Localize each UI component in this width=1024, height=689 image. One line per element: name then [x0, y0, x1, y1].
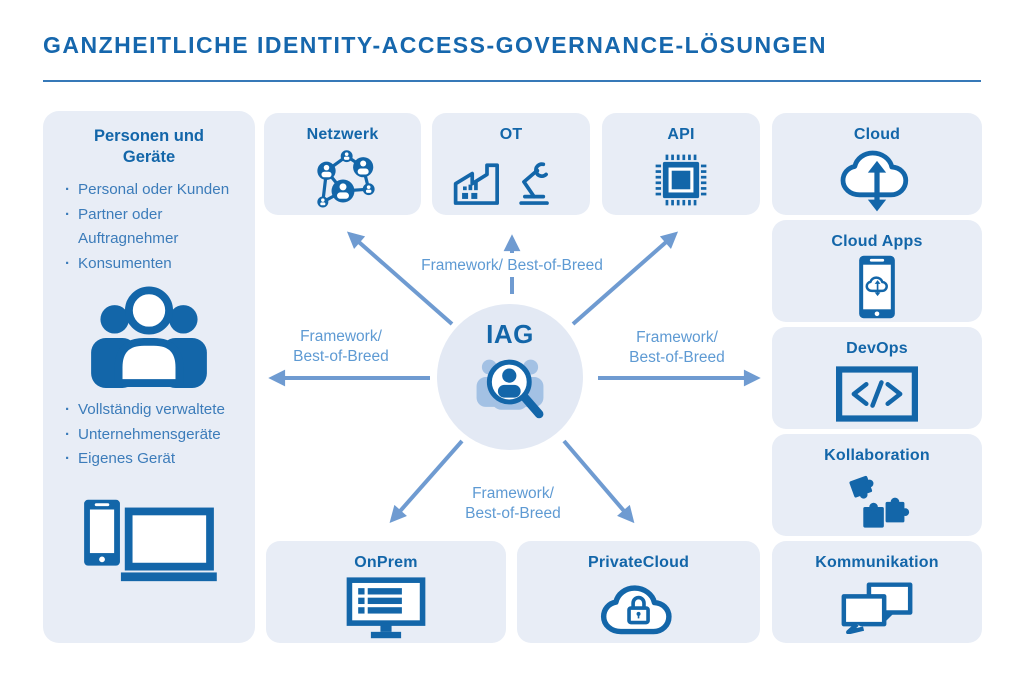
box-label: DevOps: [846, 340, 908, 357]
edge-label-line: Framework/: [300, 328, 382, 345]
code-icon: [772, 358, 982, 429]
chat-icon: [772, 572, 982, 643]
people-group-icon: [43, 284, 255, 388]
box-label: PrivateCloud: [587, 554, 690, 571]
list-item: Partner oder Auftragnehmer: [65, 203, 247, 252]
box-kommunikation: Kommunikation: [772, 541, 982, 643]
chip-icon: [602, 144, 760, 215]
mobile-cloud-icon: [772, 251, 982, 322]
box-label: Cloud: [853, 126, 901, 143]
iag-label: IAG: [486, 319, 534, 349]
edge-label-right: Framework/ Best-of-Breed: [597, 328, 757, 368]
cloud-lock-icon: [517, 572, 760, 643]
edge-label-bottom: Framework/ Best-of-Breed: [433, 484, 593, 524]
list-item: Konsumenten: [65, 252, 247, 277]
iag-hub: IAG: [437, 304, 583, 450]
edge-label-line: Best-of-Breed: [465, 505, 561, 522]
page-title: GANZHEITLICHE IDENTITY-ACCESS-GOVERNANCE…: [43, 32, 827, 58]
edge-label-line: Framework/: [636, 329, 718, 346]
list-item: Unternehmensgeräte: [65, 423, 247, 448]
box-onprem: OnPrem: [266, 541, 506, 643]
edge-label-line: Best-of-Breed: [629, 349, 725, 366]
box-label: API: [667, 126, 695, 143]
list-item: Personal oder Kunden: [65, 178, 247, 203]
box-cloud: Cloud: [772, 113, 982, 215]
edge-label-left: Framework/ Best-of-Breed: [261, 327, 421, 367]
cloud-sync-icon: [772, 144, 982, 215]
edge-label-top: Framework/ Best-of-Breed: [421, 257, 603, 274]
panel-personen-und-geraete: Personen und Geräte Personal oder Kunden…: [43, 111, 255, 643]
box-api: API: [602, 113, 760, 215]
bullet-list-bottom: Vollständig verwaltete Unternehmensgerät…: [43, 398, 255, 472]
bullet-list-top: Personal oder Kunden Partner oder Auftra…: [43, 178, 255, 276]
box-ot: OT: [432, 113, 590, 215]
box-label: Cloud Apps: [831, 233, 923, 250]
list-item: Vollständig verwaltete: [65, 398, 247, 423]
box-devops: DevOps: [772, 327, 982, 429]
title-underline: [43, 80, 981, 82]
box-label: Kollaboration: [824, 447, 930, 464]
box-label: OT: [499, 126, 523, 143]
edge-label-line: Best-of-Breed: [293, 348, 389, 365]
network-icon: [264, 144, 421, 215]
box-label: Kommunikation: [815, 554, 939, 571]
devices-icon: [43, 494, 255, 586]
box-netzwerk: Netzwerk: [264, 113, 421, 215]
box-cloud-apps: Cloud Apps: [772, 220, 982, 322]
factory-robot-icon: [432, 144, 590, 215]
box-label: OnPrem: [354, 554, 418, 571]
list-item: Eigenes Gerät: [65, 447, 247, 472]
box-privatecloud: PrivateCloud: [517, 541, 760, 643]
edge-label-line: Framework/: [472, 485, 554, 502]
panel-title: Personen und Geräte: [93, 127, 204, 166]
person-search-icon: [470, 350, 550, 429]
box-kollaboration: Kollaboration: [772, 434, 982, 536]
box-label: Netzwerk: [306, 126, 379, 143]
monitor-list-icon: [266, 572, 506, 643]
puzzle-icon: [772, 465, 982, 536]
